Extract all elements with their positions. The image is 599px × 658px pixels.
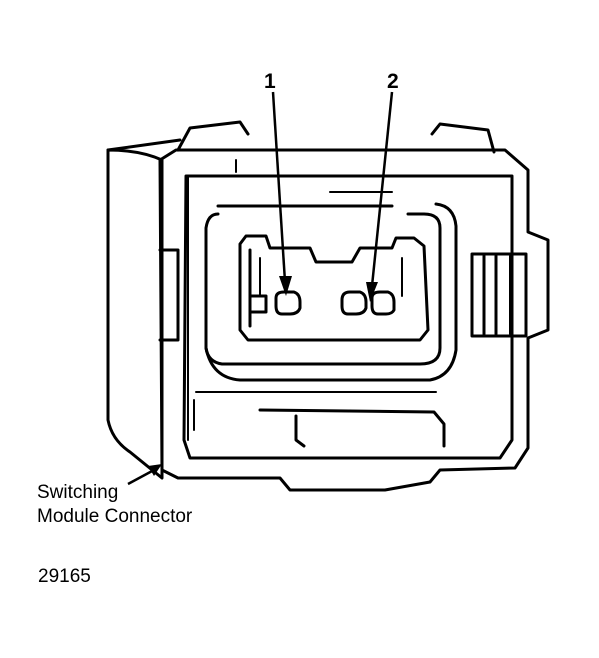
leader-pin-2 (372, 92, 392, 286)
rear-shell-top (108, 140, 180, 150)
leader-pin-1 (273, 92, 285, 282)
terminal-1b (276, 292, 300, 314)
terminal-1a (250, 296, 266, 312)
arrowhead-pin-1 (279, 276, 292, 296)
top-tab-left (178, 122, 248, 150)
arrowhead-caption (148, 464, 162, 476)
leader-caption (128, 470, 154, 484)
pin-1-label: 1 (264, 70, 276, 93)
pin-2-label: 2 (387, 70, 399, 93)
pin-cavity (240, 236, 428, 340)
caption-line-1: Switching (37, 482, 119, 503)
caption-line-2: Module Connector (37, 506, 193, 527)
cavity-shroud (206, 214, 440, 364)
rear-shell (108, 150, 162, 478)
terminal-2a (342, 292, 366, 314)
left-side-detail (160, 250, 178, 340)
lower-rib (260, 410, 444, 446)
figure-number: 29165 (38, 566, 91, 587)
inner-frame (184, 176, 512, 458)
housing-outline (160, 150, 548, 490)
arrowhead-pin-2 (366, 282, 378, 302)
right-latch (472, 254, 526, 336)
terminal-2b (372, 292, 394, 314)
top-tab-right (432, 124, 494, 152)
